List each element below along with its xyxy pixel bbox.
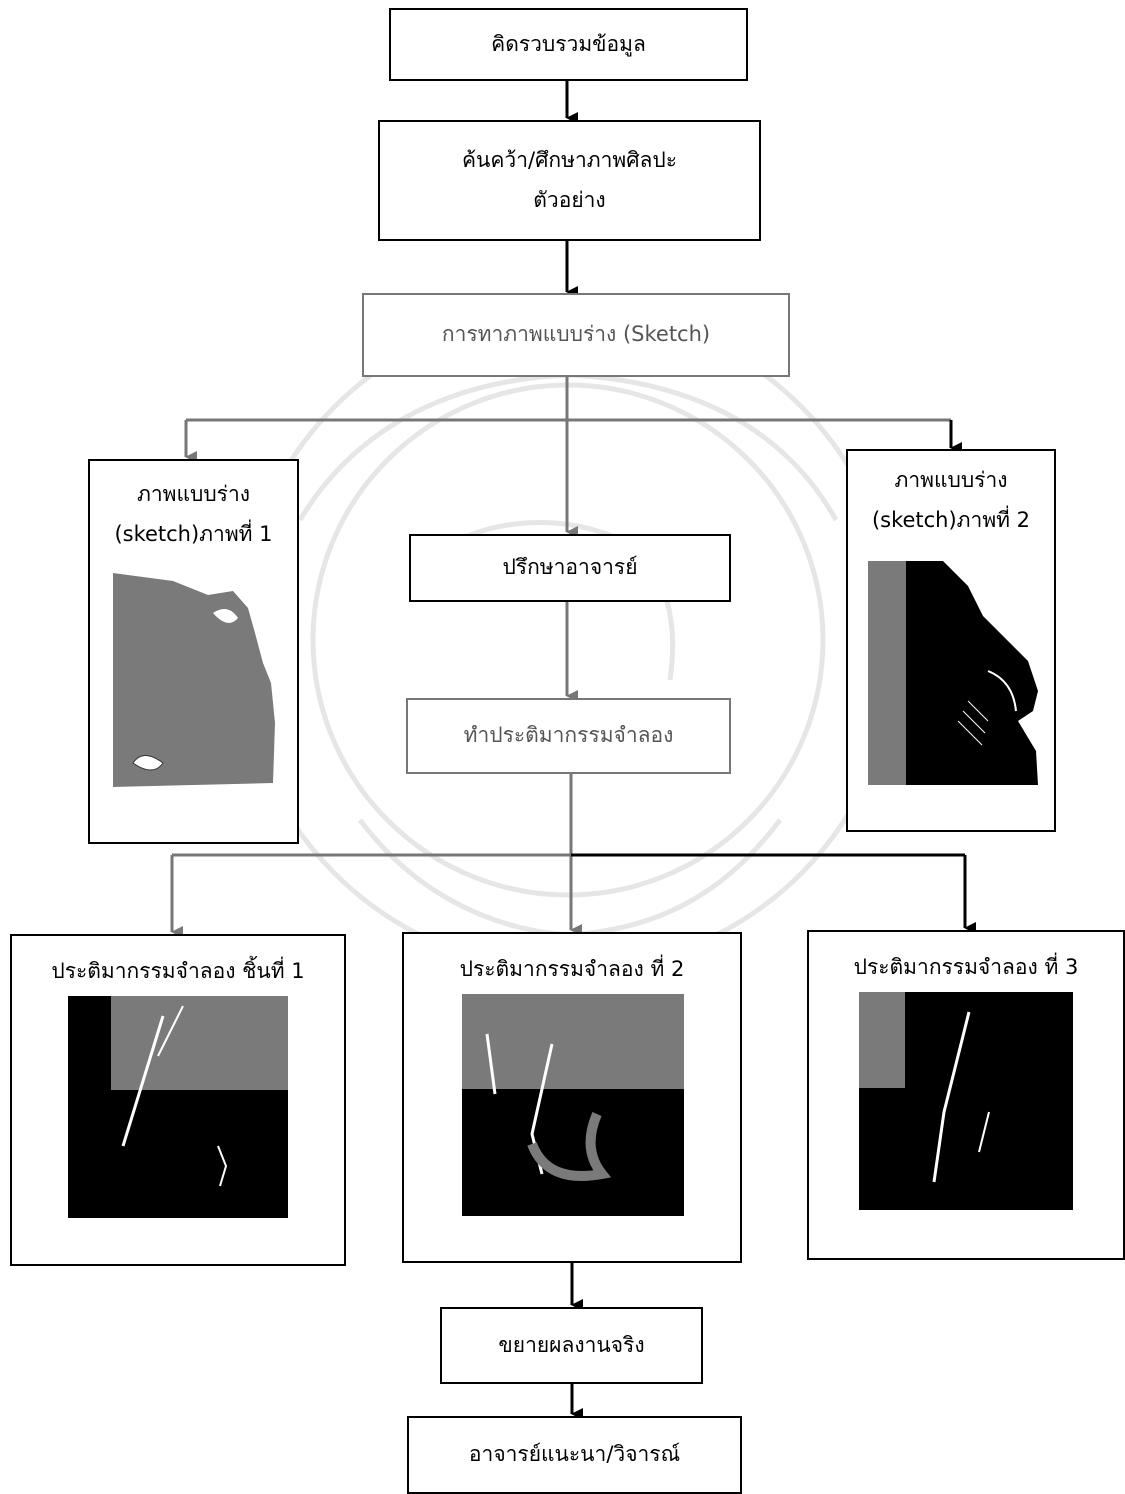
node-model-make: ทำประติมากรรมจำลอง [406,698,731,774]
node-advisor-label: อาจารย์แนะนา/วิจารณ์ [468,1442,681,1467]
model1-image [68,996,288,1218]
node-sketching: การทาภาพแบบร่าง (Sketch) [362,293,790,377]
model2-image [462,994,684,1216]
node-enlarge: ขยายผลงานจริง [440,1307,703,1384]
node-model2: ประติมากรรมจำลอง ที่ 2 [402,932,742,1263]
node-model1-label: ประติมากรรมจำลอง ชิ้นที่ 1 [51,959,305,983]
node-advisor: อาจารย์แนะนา/วิจารณ์ [407,1416,742,1494]
node-sketch1: ภาพแบบร่าง (sketch)ภาพที่ 1 [88,459,299,844]
node-model3-label: ประติมากรรมจำลอง ที่ 3 [853,955,1079,979]
node-research-line2: ตัวอย่าง [533,187,606,212]
node-sketch1-line2: (sketch)ภาพที่ 1 [114,521,273,546]
node-sketch2-line1: ภาพแบบร่าง [894,468,1008,492]
node-gather-label: คิดรวบรวมข้อมูล [491,31,646,56]
node-research-line1: ค้นคว้า/ศึกษาภาพศิลปะ [461,147,678,172]
node-consult: ปรึกษาอาจารย์ [409,534,731,602]
sketch1-image [113,573,275,787]
sketch2-image [868,561,1038,785]
node-model3: ประติมากรรมจำลอง ที่ 3 [807,930,1125,1260]
node-enlarge-label: ขยายผลงานจริง [498,1332,645,1357]
model3-image [859,992,1073,1210]
node-consult-label: ปรึกษาอาจารย์ [502,555,638,580]
node-model2-label: ประติมากรรมจำลอง ที่ 2 [459,957,685,981]
node-model1: ประติมากรรมจำลอง ชิ้นที่ 1 [10,934,346,1266]
node-sketch2: ภาพแบบร่าง (sketch)ภาพที่ 2 [846,449,1056,832]
node-sketch2-line2: (sketch)ภาพที่ 2 [871,507,1031,532]
node-gather: คิดรวบรวมข้อมูล [389,8,748,81]
node-model-make-label: ทำประติมากรรมจำลอง [463,723,674,748]
node-sketch1-line1: ภาพแบบร่าง [137,482,250,506]
node-sketching-label: การทาภาพแบบร่าง (Sketch) [441,322,711,347]
node-research: ค้นคว้า/ศึกษาภาพศิลปะ ตัวอย่าง [378,120,761,241]
